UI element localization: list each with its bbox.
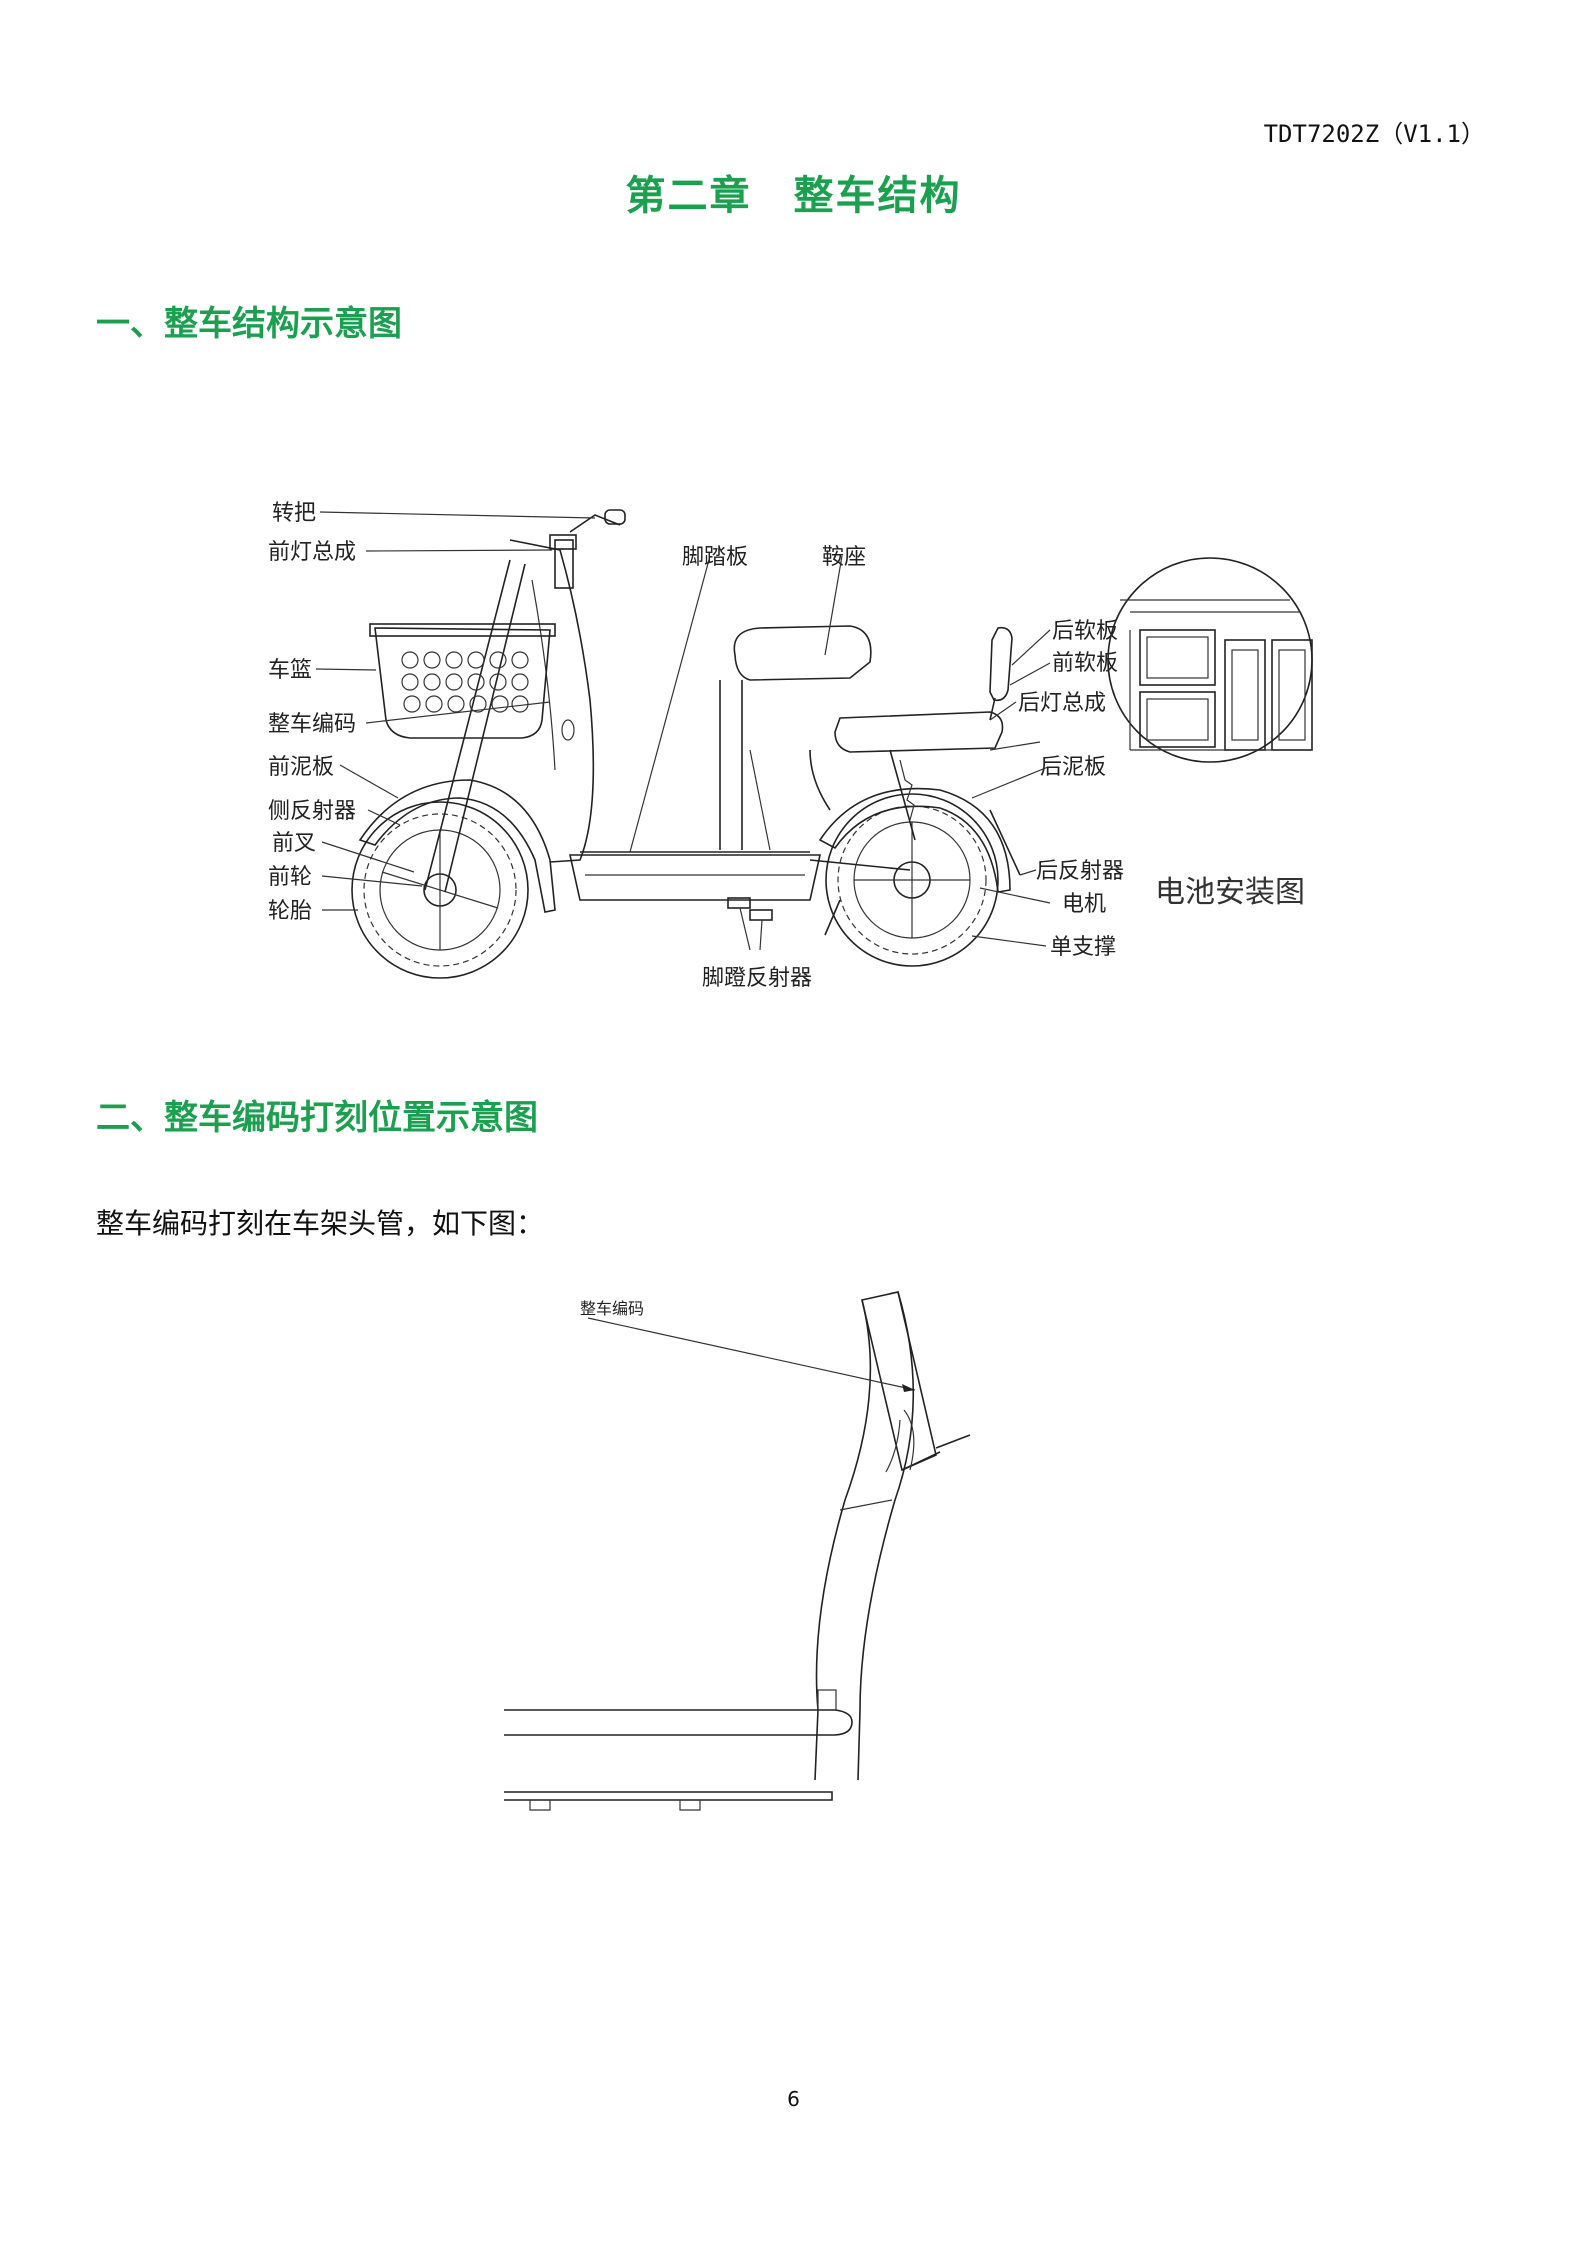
label-front-soft-board: 前软板 [1052,651,1118,676]
chapter-title: 第二章 整车结构 [625,173,962,219]
label-front-wheel: 前轮 [268,865,312,890]
label-frame-vin: 整车编码 [580,1299,644,1318]
label-rear-reflector: 后反射器 [1036,859,1124,884]
saddle-drawing [733,625,872,681]
label-side-reflector: 侧反射器 [268,799,356,824]
label-taillight: 后灯总成 [1018,691,1106,716]
front-wheel-drawing [351,801,529,979]
section-2-text: 整车编码打刻在车架头管，如下图： [96,1207,545,1240]
label-basket: 车篮 [268,658,312,683]
label-front-fender: 前泥板 [268,755,334,780]
basket-drawing [369,623,556,739]
frame-head-tube-diagram: 整车编码 [504,1291,971,1811]
label-handlebar: 转把 [272,501,316,526]
label-rear-soft-board: 后软板 [1052,619,1118,644]
section-1-title: 一、整车结构示意图 [96,304,402,344]
scooter-structure-diagram: 转把 前灯总成 车篮 整车编码 前泥板 侧反射器 前叉 前轮 轮胎 脚踏板 鞍座… [268,501,1313,991]
rear-wheel-drawing [825,793,999,967]
label-pedal-reflector: 脚蹬反射器 [702,966,812,991]
label-battery-diagram: 电池安装图 [1155,875,1305,910]
label-saddle: 鞍座 [822,545,866,570]
front-fender-drawing [358,779,556,913]
label-footboard: 脚踏板 [682,545,748,570]
label-vin: 整车编码 [268,712,356,737]
leader-lines [315,511,1051,951]
label-motor: 电机 [1062,892,1106,917]
label-rear-fender: 后泥板 [1040,755,1106,780]
label-tire: 轮胎 [268,899,312,924]
label-front-fork: 前叉 [272,831,316,856]
rear-fender-drawing [818,787,1011,893]
section-2-title: 二、整车编码打刻位置示意图 [96,1098,538,1138]
document-code: TDT7202Z（V1.1） [1263,120,1485,148]
label-headlight: 前灯总成 [268,540,356,565]
battery-inset-drawing [1107,557,1313,763]
label-kickstand: 单支撑 [1050,935,1116,960]
page-number: 6 [787,2087,800,2111]
